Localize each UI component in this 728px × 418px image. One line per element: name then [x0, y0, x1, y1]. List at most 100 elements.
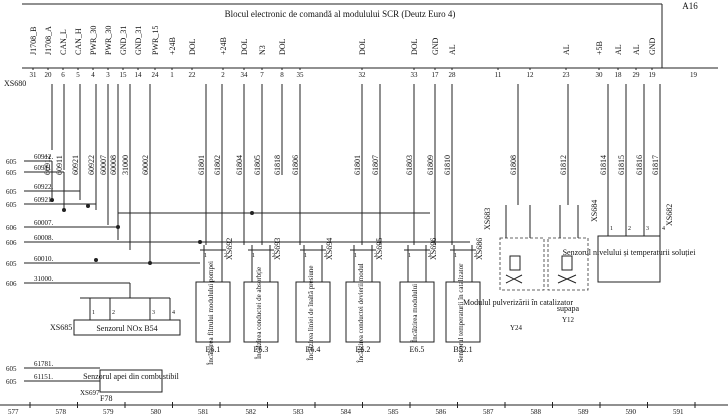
heater-components: Încălzirea filtrului modulului pompeiE6.…	[195, 200, 665, 365]
component-label: Încălzirea conductei de absorbție	[255, 267, 263, 359]
component-ref: E6.4	[306, 345, 321, 354]
wire-number: 61807	[371, 155, 380, 175]
pin-number: 19	[649, 71, 657, 79]
pin-index: 3	[152, 310, 155, 316]
pin-label: DOL	[410, 38, 419, 55]
connector-label: XS696	[429, 238, 438, 260]
component-ref: E6.3	[254, 345, 269, 354]
ref-wire: 60007.	[34, 219, 54, 227]
pin-number: 14	[135, 71, 143, 79]
sheet-number: 586	[436, 408, 447, 416]
pin-label: DOL	[240, 38, 249, 55]
component-label: Încălzirea modulului	[411, 284, 419, 342]
connector-label: XS686	[475, 238, 484, 260]
pin-number: 7	[260, 71, 264, 79]
connector-label: XS692	[225, 238, 234, 260]
pin-label: AL	[614, 44, 623, 55]
pin-number: 30	[596, 71, 604, 79]
pin-number: 24	[152, 71, 160, 79]
pin-label: +5B	[595, 41, 604, 55]
connector-label: XS694	[325, 238, 334, 260]
ref-sheet: 605	[6, 201, 17, 209]
left-references: 60560912.60560911.60560922.60560921.6066…	[6, 153, 54, 386]
pin-number: 32	[359, 71, 367, 79]
pin-label: GND	[648, 37, 657, 55]
connector-label: XS695	[375, 238, 384, 260]
sheet-number: 582	[246, 408, 257, 416]
sheet-number: 591	[673, 408, 684, 416]
component-label: Încălzirea conductei devierii modul	[357, 263, 365, 362]
component-ref: E6.5	[410, 345, 425, 354]
pin-label: +24B	[219, 37, 228, 55]
pin-index: 1	[354, 253, 357, 259]
wire-number: 61808	[509, 155, 518, 175]
ref-wire: 61151.	[34, 373, 53, 381]
xs682-label: XS682	[665, 204, 674, 226]
pin-number: 18	[615, 71, 623, 79]
sheet-number: 590	[626, 408, 637, 416]
pin-number: 5	[76, 71, 80, 79]
ref-wire: 61781.	[34, 360, 54, 368]
pin-number: 2	[221, 71, 225, 79]
component-label: Încălzirea liniei de înaltă presiune	[307, 266, 315, 361]
pin-index: 2	[474, 253, 477, 259]
pin-number: 28	[449, 71, 457, 79]
wire-number: 31000	[121, 155, 130, 175]
pin-label: GND	[431, 37, 440, 55]
pin-number: 19	[690, 71, 698, 79]
bus-lines	[24, 160, 470, 299]
wire-number: 61805	[253, 155, 262, 175]
pin-row: J1708_B31J1708_A20CAN_L6CAN_H5PWR_304PWR…	[29, 26, 698, 79]
ref-sheet: 605	[6, 365, 17, 373]
pin-label: GND_31	[119, 26, 128, 55]
ref-wire: 60010.	[34, 255, 54, 263]
wire-number: 61816	[635, 155, 644, 175]
pin-number: 29	[633, 71, 641, 79]
pin-label: DOL	[358, 38, 367, 55]
ref-sheet: 605	[6, 169, 17, 177]
sheet-number: 583	[293, 408, 304, 416]
pin-label: N3	[258, 45, 267, 55]
sheet-number: 587	[483, 408, 494, 416]
sheet-number: 577	[8, 408, 19, 416]
pin-number: 4	[91, 71, 95, 79]
wire-number: 61809	[426, 155, 435, 175]
wire-number: 61802	[213, 155, 222, 175]
component-box	[195, 281, 231, 343]
pin-number: 22	[189, 71, 197, 79]
water-sensor-ref: F78	[100, 394, 112, 403]
valve-ref: Y12	[562, 316, 575, 324]
pin-label: AL	[632, 44, 641, 55]
wire-number: 61801	[353, 155, 362, 175]
component-ref: B52.1	[453, 345, 472, 354]
pin-label: PWR_30	[89, 26, 98, 55]
sheet-number: 578	[56, 408, 67, 416]
pin-label: CAN_H	[74, 28, 83, 55]
pin-label: J1708_B	[29, 27, 38, 55]
ecu-block: Blocul electronic de comandă al modululu…	[4, 1, 718, 88]
xs697-label: XS697	[80, 389, 100, 397]
pin-number: 33	[411, 71, 419, 79]
ref-sheet: 605	[6, 260, 17, 268]
pin-index: 2	[224, 253, 227, 259]
wire-number: 61801	[197, 155, 206, 175]
wire-number: 61812	[559, 155, 568, 175]
component-ref: E6.1	[206, 345, 221, 354]
ref-wire: 31000.	[34, 275, 54, 283]
pin-number: 11	[495, 71, 502, 79]
component-box	[345, 281, 381, 343]
water-sensor-label: Senzorul apei din combustibil	[83, 372, 180, 381]
wire-number: 61815	[617, 155, 626, 175]
wire-number: 61804	[235, 155, 244, 175]
sheet-number: 584	[341, 408, 352, 416]
pin-number: 35	[297, 71, 305, 79]
component-box	[399, 281, 435, 343]
ref-sheet: 605	[6, 188, 17, 196]
wire-number: 60911	[55, 155, 64, 175]
ref-sheet: 606	[6, 224, 17, 232]
spray-module: Modulul pulverizării în catalizator Y24	[463, 237, 573, 332]
wire-number: 61803	[405, 155, 414, 175]
pin-index: 1	[252, 253, 255, 259]
